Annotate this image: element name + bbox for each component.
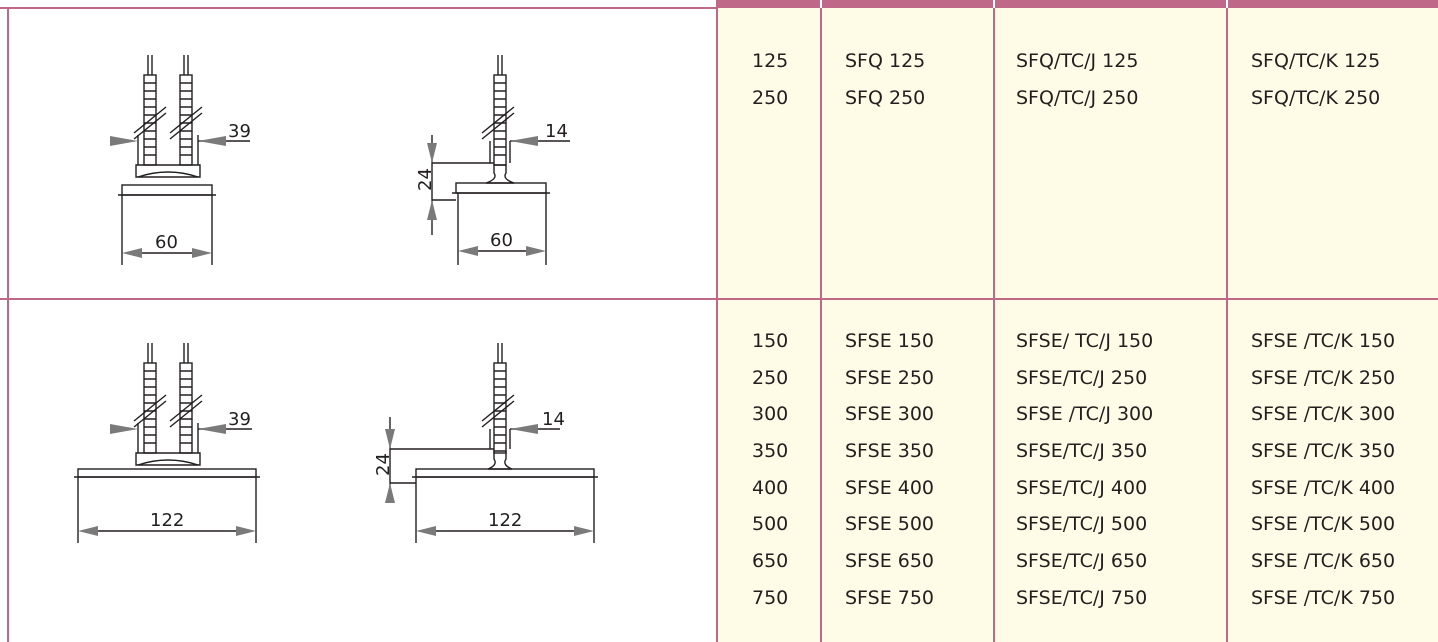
power-cell: 350	[752, 440, 789, 462]
dimension-height: 24	[415, 168, 436, 191]
column-divider-standard	[993, 8, 995, 642]
header-divider	[993, 0, 995, 8]
standard-model-cell: SFQ 250	[845, 87, 926, 109]
column-divider-tcj	[1226, 8, 1228, 642]
table-left-border	[7, 7, 9, 642]
tc-k-model-cell: SFSE /TC/K 650	[1251, 550, 1396, 572]
header-divider	[1226, 0, 1228, 8]
data-area-background	[718, 0, 1438, 642]
standard-model-cell: SFSE 400	[845, 477, 935, 499]
power-cell: 300	[752, 403, 789, 425]
tc-k-model-cell: SFSE /TC/K 150	[1251, 330, 1396, 352]
dimension-pin-spacing: 39	[228, 409, 251, 430]
dimension-base-width: 122	[150, 510, 184, 531]
power-cell: 500	[752, 513, 789, 535]
tc-j-model-cell: SFQ/TC/J 125	[1016, 50, 1139, 72]
table-top-border	[0, 7, 718, 9]
power-cell: 250	[752, 87, 789, 109]
standard-model-cell: SFSE 350	[845, 440, 935, 462]
tc-j-model-cell: SFSE/TC/J 500	[1016, 513, 1148, 535]
tc-j-model-cell: SFSE/ TC/J 150	[1016, 330, 1154, 352]
tc-k-model-cell: SFSE /TC/K 300	[1251, 403, 1396, 425]
dimension-base-width: 60	[155, 232, 178, 253]
dimension-pin-width: 14	[545, 121, 568, 142]
column-divider-drawing	[716, 0, 718, 642]
power-cell: 400	[752, 477, 789, 499]
tc-k-model-cell: SFSE /TC/K 500	[1251, 513, 1396, 535]
tc-k-model-cell: SFQ/TC/K 125	[1251, 50, 1381, 72]
standard-model-cell: SFQ 125	[845, 50, 926, 72]
tc-j-model-cell: SFSE/TC/J 750	[1016, 587, 1148, 609]
tc-j-model-cell: SFSE /TC/J 300	[1016, 403, 1154, 425]
sfse-front-view-drawing: 39 122	[74, 343, 260, 543]
sfse-side-view-drawing: 14 24 122	[373, 343, 598, 543]
standard-model-cell: SFSE 250	[845, 367, 935, 389]
dimension-height: 24	[373, 453, 394, 476]
tc-k-model-cell: SFSE /TC/K 400	[1251, 477, 1396, 499]
standard-model-cell: SFSE 750	[845, 587, 935, 609]
tc-j-model-cell: SFSE/TC/J 250	[1016, 367, 1148, 389]
power-cell: 750	[752, 587, 789, 609]
power-cell: 250	[752, 367, 789, 389]
tc-j-model-cell: SFSE/TC/J 350	[1016, 440, 1148, 462]
dimension-pin-width: 14	[542, 409, 565, 430]
dimension-pin-spacing: 39	[228, 121, 251, 142]
tc-j-model-cell: SFSE/TC/J 650	[1016, 550, 1148, 572]
dimension-base-width: 60	[490, 230, 513, 251]
sfq-front-view-drawing: 39 60	[110, 55, 251, 265]
tc-j-model-cell: SFQ/TC/J 250	[1016, 87, 1139, 109]
tc-k-model-cell: SFSE /TC/K 350	[1251, 440, 1396, 462]
power-cell: 150	[752, 330, 789, 352]
power-cell: 650	[752, 550, 789, 572]
standard-model-cell: SFSE 650	[845, 550, 935, 572]
tc-j-model-cell: SFSE/TC/J 400	[1016, 477, 1148, 499]
column-divider-power	[820, 8, 822, 642]
power-cell: 125	[752, 50, 789, 72]
tc-k-model-cell: SFSE /TC/K 750	[1251, 587, 1396, 609]
dimension-base-width: 122	[488, 510, 522, 531]
standard-model-cell: SFSE 300	[845, 403, 935, 425]
standard-model-cell: SFSE 500	[845, 513, 935, 535]
section-divider	[0, 298, 1438, 300]
table-header-strip	[718, 0, 1438, 8]
standard-model-cell: SFSE 150	[845, 330, 935, 352]
tc-k-model-cell: SFSE /TC/K 250	[1251, 367, 1396, 389]
header-divider	[820, 0, 822, 8]
sfq-side-view-drawing: 14 24 60	[415, 55, 570, 265]
tc-k-model-cell: SFQ/TC/K 250	[1251, 87, 1381, 109]
